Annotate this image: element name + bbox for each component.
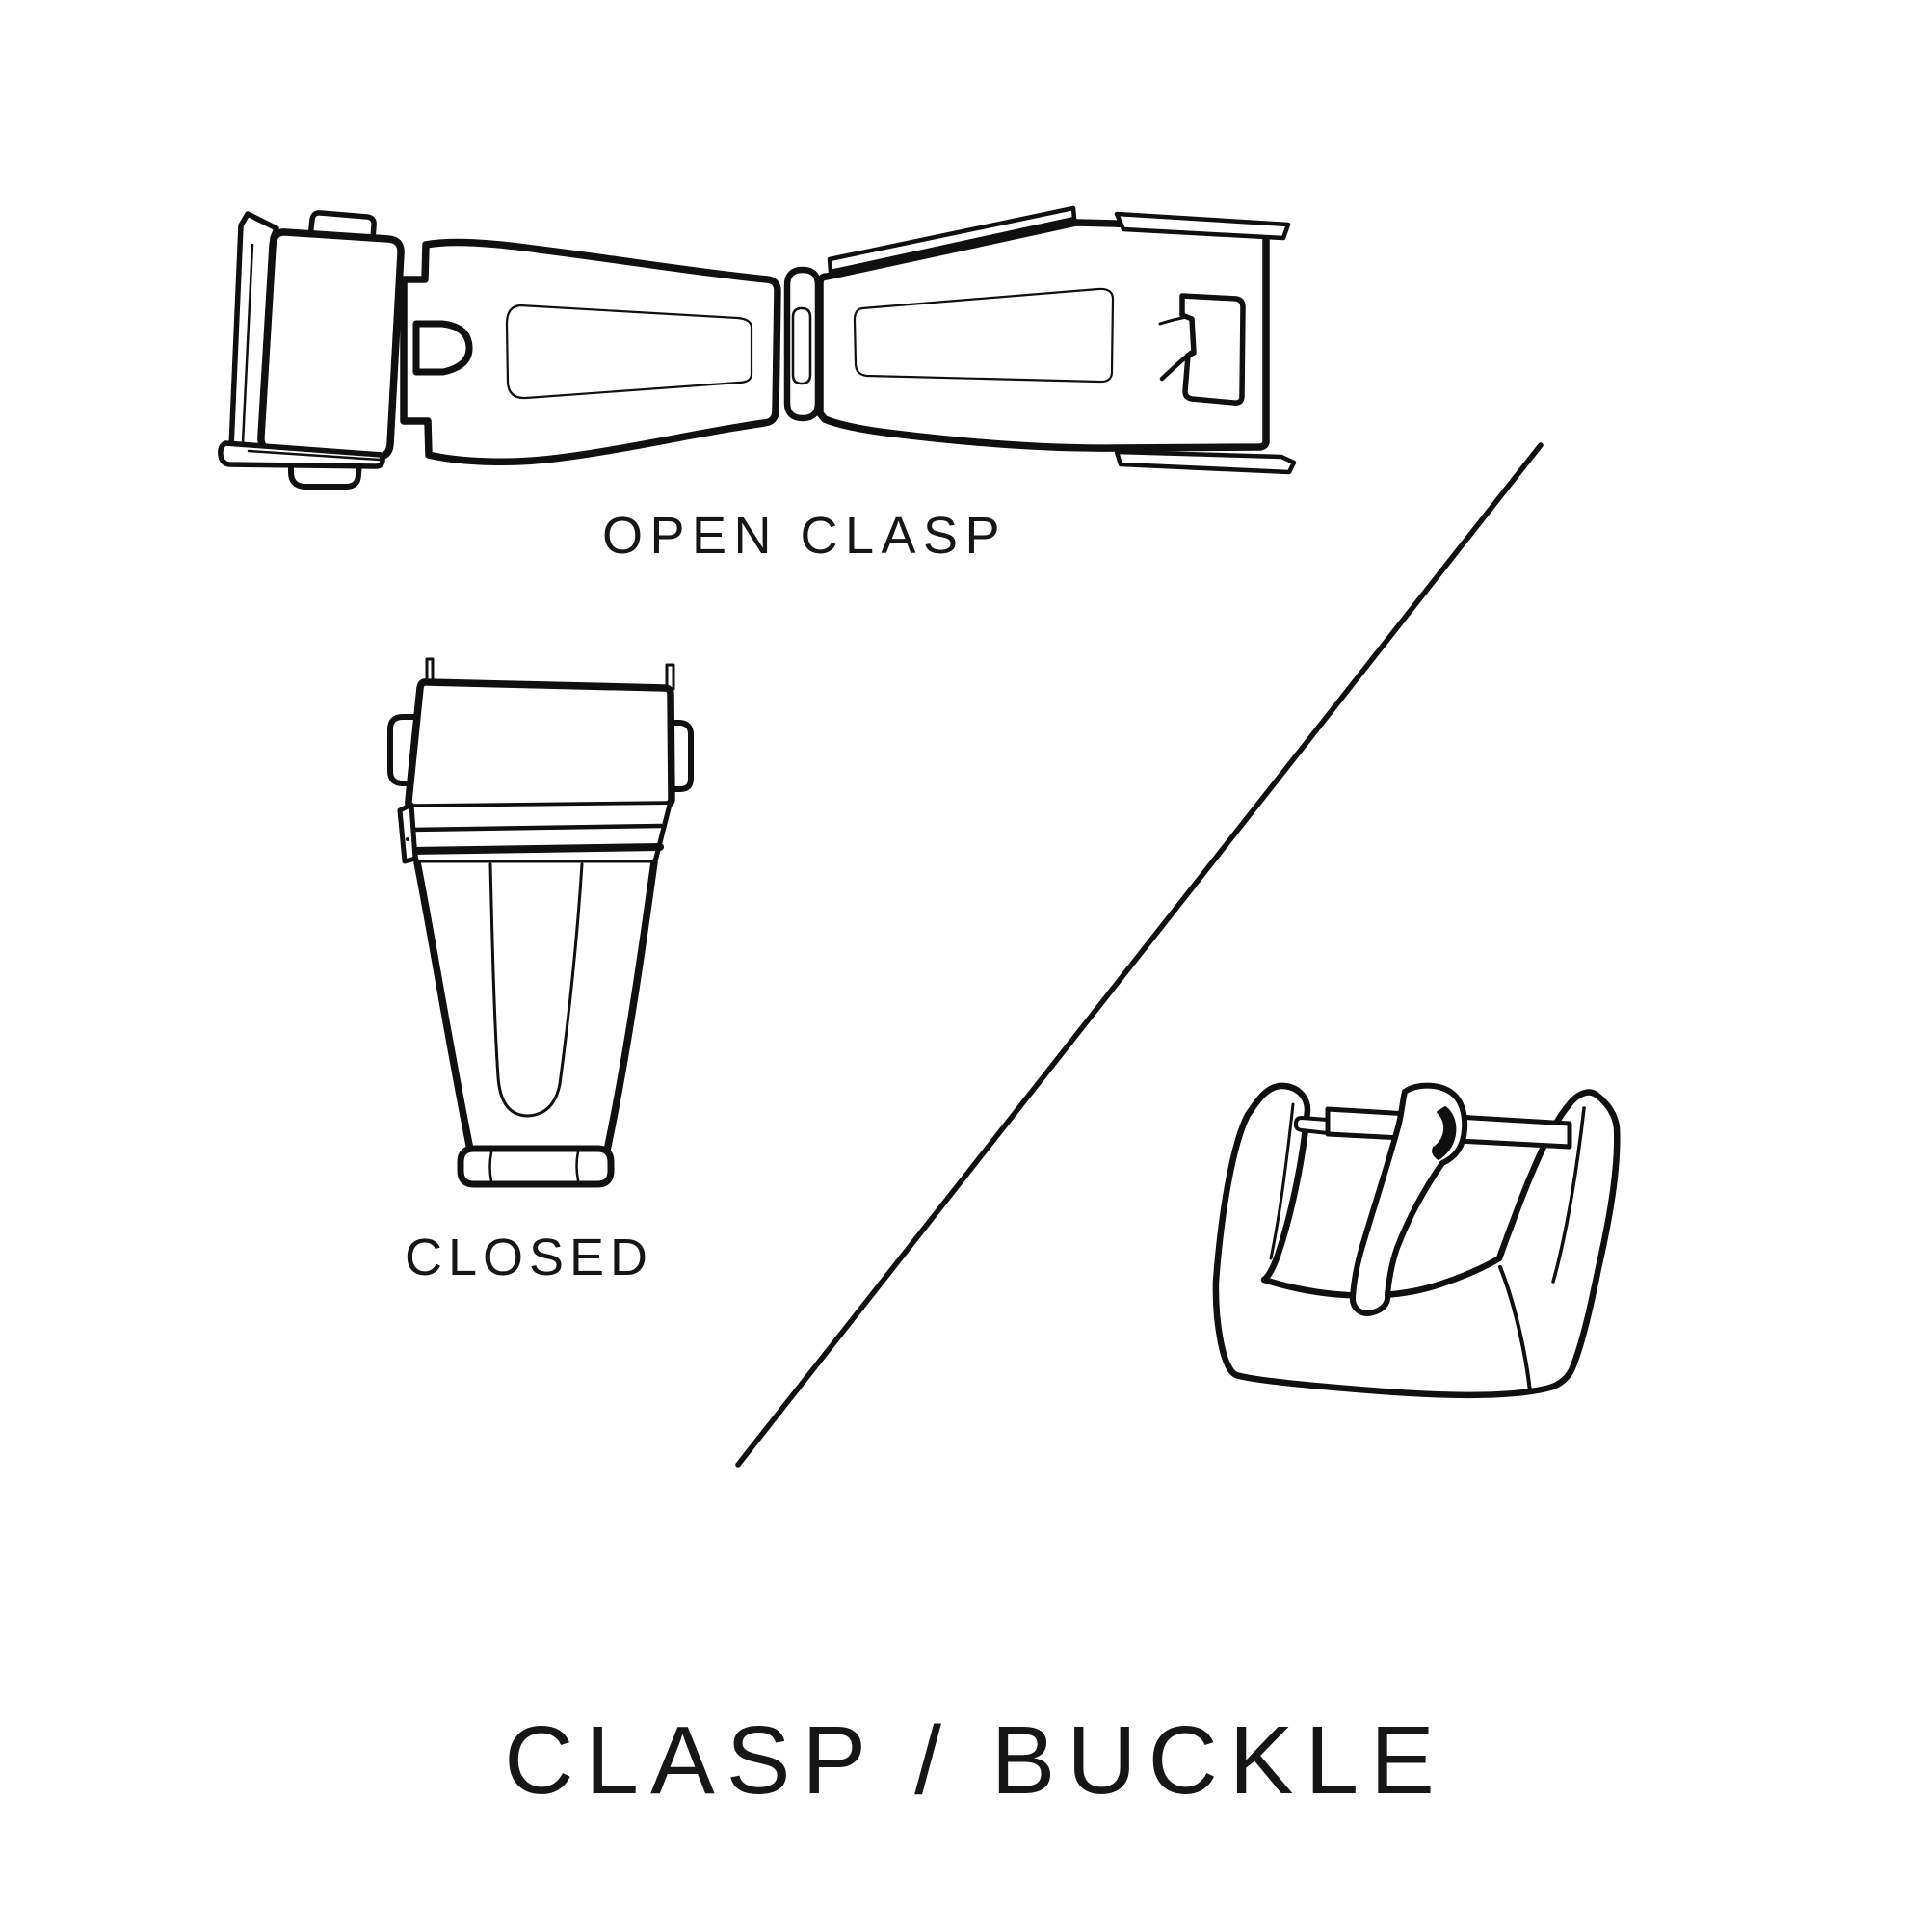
svg-text:OPEN CLASP: OPEN CLASP (602, 507, 1007, 565)
svg-text:CLASP / BUCKLE: CLASP / BUCKLE (504, 1707, 1446, 1814)
svg-text:CLOSED: CLOSED (405, 1229, 653, 1286)
